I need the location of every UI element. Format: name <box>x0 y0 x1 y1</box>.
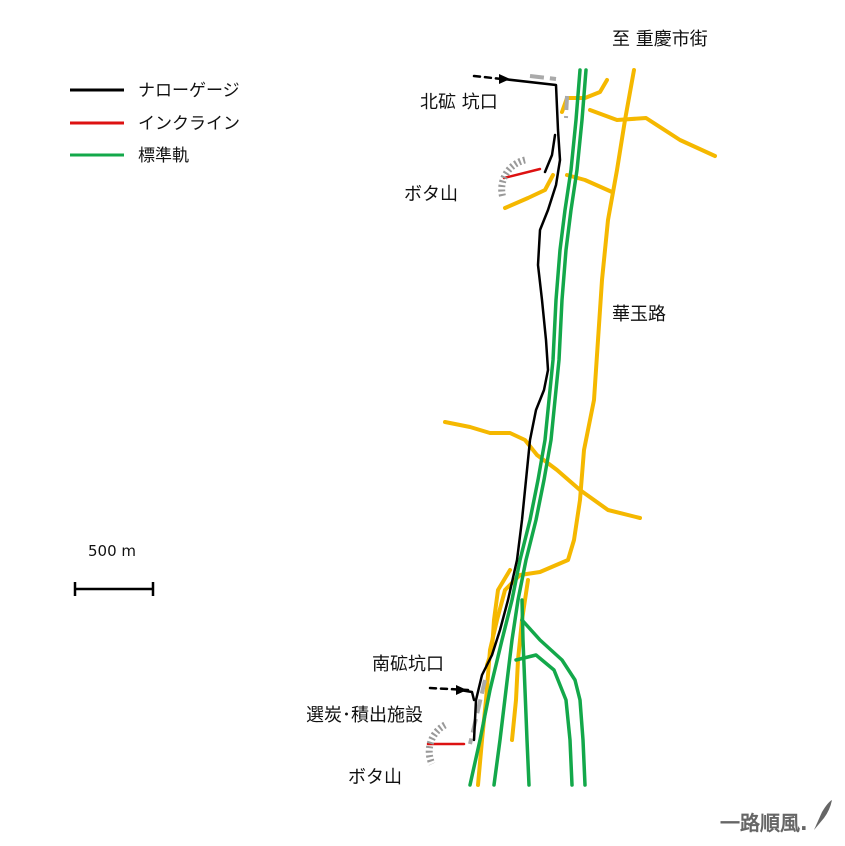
road-name-label: 華玉路 <box>612 304 666 325</box>
narrow-gauge-north-adit-dash <box>472 74 504 81</box>
facility-label: 選炭･積出施設 <box>306 705 423 726</box>
roads <box>443 68 717 787</box>
road-east-1 <box>588 108 717 158</box>
incline-north <box>502 167 542 180</box>
standard-gauge-east <box>492 68 588 787</box>
spoil-heap-south <box>425 721 447 766</box>
legend: ナローゲージ インクライン 標準軌 <box>70 81 240 166</box>
spoil-north-label: ボタ山 <box>404 184 458 205</box>
scale-label: 500 m <box>88 542 136 560</box>
watermark: 一路順風. <box>720 800 832 835</box>
spoil-heap-north-arc <box>498 156 526 200</box>
direction-label: 至 重慶市街 <box>612 29 708 50</box>
road-cross <box>443 420 642 520</box>
quill-icon <box>814 800 832 830</box>
road-south-loop <box>485 568 512 667</box>
road-west-spoil <box>503 173 555 210</box>
road-east-2 <box>565 173 614 194</box>
scale-bar: 500 m <box>73 542 155 596</box>
legend-label-standard-gauge: 標準軌 <box>138 146 189 166</box>
facilities <box>468 74 569 745</box>
standard-gauge-loop-west <box>520 598 531 787</box>
standard-gauge-loop-east <box>520 618 587 787</box>
inclines <box>426 167 542 746</box>
facility-north-top <box>529 74 557 81</box>
standard-gauge-loop-inner <box>514 653 574 787</box>
legend-label-incline: インクライン <box>138 114 240 134</box>
south-adit-arrowhead <box>456 685 467 695</box>
south-adit-label: 南砿坑口 <box>372 654 444 675</box>
spoil-heap-north <box>498 156 526 200</box>
facility-north-side <box>564 95 569 119</box>
spoil-heap-south-arc <box>425 721 447 766</box>
narrow-gauge-main <box>472 77 562 742</box>
narrow-gauge-lines <box>428 74 562 742</box>
facility-south <box>468 679 487 745</box>
watermark-text: 一路順風. <box>720 811 808 835</box>
narrow-gauge-south-adit-dash <box>428 686 470 692</box>
north-adit-arrowhead <box>499 74 510 84</box>
standard-gauge-west <box>468 68 582 787</box>
standard-gauge-lines <box>468 68 588 787</box>
spoil-south-label: ボタ山 <box>348 767 402 788</box>
north-adit-label: 北砿 坑口 <box>420 92 498 113</box>
narrow-gauge-spoil-spur <box>543 133 557 174</box>
legend-label-narrow-gauge: ナローゲージ <box>138 81 240 101</box>
